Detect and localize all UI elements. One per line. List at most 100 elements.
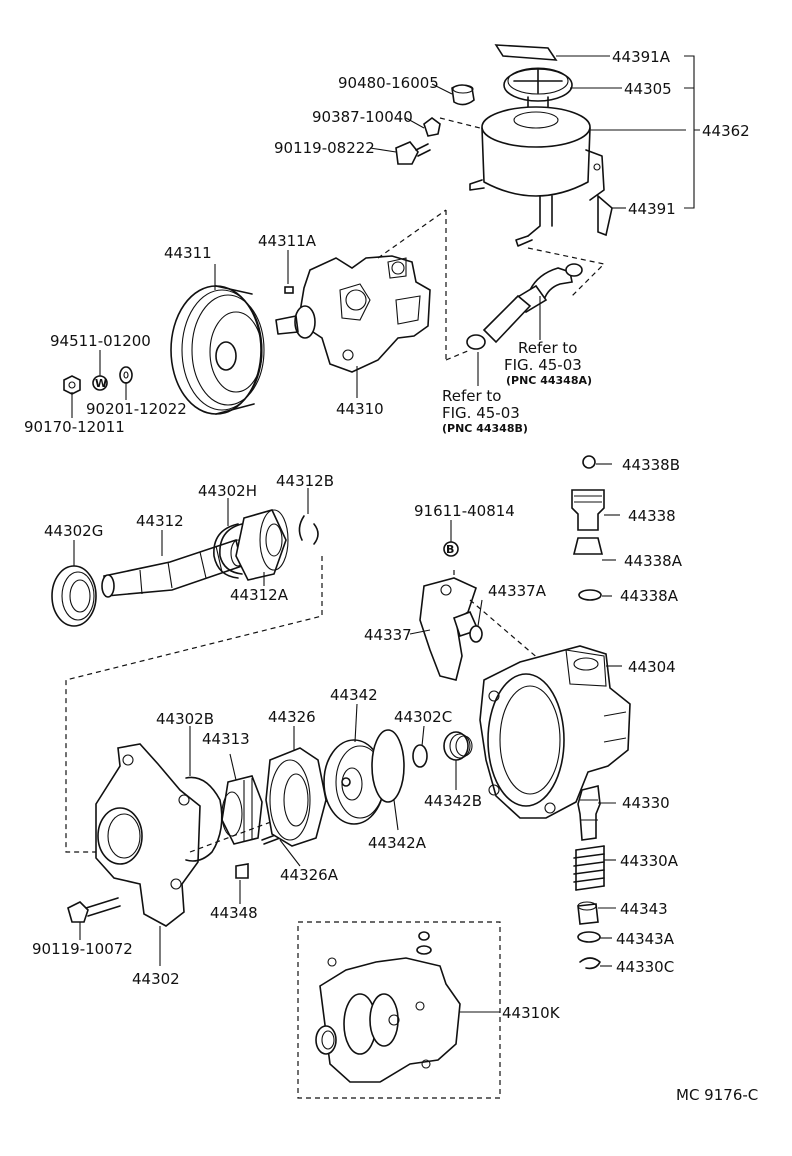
key-44311A bbox=[284, 286, 294, 294]
shaft-44312 bbox=[101, 538, 246, 598]
label-44302G: 44302G bbox=[44, 522, 103, 540]
label-44391A: 44391A bbox=[612, 48, 671, 66]
refer-note-1-line3: (PNC 44348A) bbox=[506, 374, 592, 387]
label-91611-40814: 91611-40814 bbox=[414, 502, 515, 520]
label-44337: 44337 bbox=[364, 626, 412, 644]
bearing-44312A bbox=[235, 509, 289, 581]
dash-shaft-group bbox=[65, 556, 323, 853]
housing-44304 bbox=[479, 645, 631, 819]
label-44313: 44313 bbox=[202, 730, 250, 748]
refer-note-1-line1: Refer to bbox=[518, 339, 577, 357]
label-44310K: 44310K bbox=[502, 1004, 561, 1022]
label-44348: 44348 bbox=[210, 904, 258, 922]
label-44343: 44343 bbox=[620, 900, 668, 918]
o-ring-44343A bbox=[577, 931, 601, 943]
nut-90170 bbox=[63, 375, 81, 395]
union-90387 bbox=[423, 117, 441, 137]
label-44337A: 44337A bbox=[488, 582, 547, 600]
hose-lower bbox=[466, 294, 532, 350]
label-44338A-2: 44338A bbox=[620, 587, 679, 605]
label-90119-10072: 90119-10072 bbox=[32, 940, 133, 958]
label-44312: 44312 bbox=[136, 512, 184, 530]
pump-body-44310 bbox=[275, 255, 431, 373]
dash-rotor-line bbox=[189, 799, 331, 853]
label-44304: 44304 bbox=[628, 658, 676, 676]
gasket-44302B bbox=[185, 776, 223, 862]
fitting-44338B bbox=[582, 455, 596, 469]
label-44330C: 44330C bbox=[616, 958, 674, 976]
bracket-44391 bbox=[597, 194, 613, 237]
label-44302C: 44302C bbox=[394, 708, 452, 726]
spring-44342B bbox=[443, 731, 473, 761]
label-44362: 44362 bbox=[702, 122, 750, 140]
dash-pump-to-hose bbox=[377, 209, 471, 361]
label-44342A: 44342A bbox=[368, 834, 427, 852]
label-44330: 44330 bbox=[622, 794, 670, 812]
bolt-mark: B bbox=[446, 543, 454, 556]
refer-note-2-line3: (PNC 44348B) bbox=[442, 422, 528, 435]
dash-bracket-to-housing bbox=[453, 570, 541, 661]
label-44302H: 44302H bbox=[198, 482, 257, 500]
gasket-kit-44310K bbox=[315, 931, 461, 1083]
label-44338: 44338 bbox=[628, 507, 676, 525]
reservoir-tank bbox=[469, 106, 605, 247]
label-44326: 44326 bbox=[268, 708, 316, 726]
label-44310: 44310 bbox=[336, 400, 384, 418]
refer-note-2-line1: Refer to bbox=[442, 387, 501, 405]
ring-44312B bbox=[298, 515, 319, 545]
label-94511-01200: 94511-01200 bbox=[50, 332, 151, 350]
seat-44338A bbox=[572, 537, 604, 555]
o-ring-44302C bbox=[412, 744, 428, 768]
label-44326A: 44326A bbox=[280, 866, 339, 884]
bracket-44337 bbox=[419, 577, 480, 681]
plug-44343 bbox=[577, 901, 599, 925]
valve-44330 bbox=[577, 785, 601, 841]
label-90201-12022: 90201-12022 bbox=[86, 400, 187, 418]
dash-union-to-tank bbox=[439, 117, 481, 129]
label-44391: 44391 bbox=[628, 200, 676, 218]
label-44330A: 44330A bbox=[620, 852, 679, 870]
rotor-44326 bbox=[265, 747, 327, 847]
label-44342B: 44342B bbox=[424, 792, 482, 810]
pulley-44311 bbox=[170, 285, 265, 415]
label-90170-12011: 90170-12011 bbox=[24, 418, 125, 436]
refer-note-1-line2: FIG. 45-03 bbox=[504, 356, 582, 374]
pin-44348 bbox=[235, 863, 249, 879]
bolt-90119-08222 bbox=[395, 141, 431, 165]
washer-mark: W bbox=[95, 377, 107, 390]
washer-94511: W bbox=[92, 375, 108, 391]
label-44311A: 44311A bbox=[258, 232, 317, 250]
diagram-code: MC 9176-C bbox=[676, 1086, 758, 1104]
hose-upper bbox=[514, 263, 583, 314]
label-sticker-44391A bbox=[494, 44, 558, 61]
label-44305: 44305 bbox=[624, 80, 672, 98]
cap-90480 bbox=[451, 84, 475, 106]
label-44312B: 44312B bbox=[276, 472, 334, 490]
reservoir-cap-44305 bbox=[503, 67, 573, 109]
reservoir-group bbox=[469, 44, 613, 247]
snap-ring-44302H bbox=[213, 523, 243, 579]
label-44302B: 44302B bbox=[156, 710, 214, 728]
refer-note-2-line2: FIG. 45-03 bbox=[442, 404, 520, 422]
label-90480-16005: 90480-16005 bbox=[338, 74, 439, 92]
o-ring-44337A bbox=[469, 625, 483, 643]
fitting-44338 bbox=[571, 489, 605, 531]
label-44338B: 44338B bbox=[622, 456, 680, 474]
refer-note-1: Refer to FIG. 45-03 (PNC 44348A) bbox=[504, 339, 592, 387]
part-number-labels: 44391A 44305 44362 44391 90480-16005 903… bbox=[24, 48, 750, 1022]
spring-44330A bbox=[573, 845, 605, 891]
washer-90201 bbox=[119, 366, 133, 384]
bolt-91611: B bbox=[443, 541, 459, 557]
bolt-90119-10072 bbox=[67, 897, 121, 923]
o-ring-44338A bbox=[578, 589, 602, 601]
label-44302: 44302 bbox=[132, 970, 180, 988]
label-44338A-1: 44338A bbox=[624, 552, 683, 570]
label-44311: 44311 bbox=[164, 244, 212, 262]
snap-ring-44330C bbox=[579, 957, 601, 970]
cam-ring-44313 bbox=[221, 775, 263, 845]
label-44343A: 44343A bbox=[616, 930, 675, 948]
o-ring-44342A bbox=[371, 729, 405, 803]
label-44312A: 44312A bbox=[230, 586, 289, 604]
leader-lines bbox=[71, 55, 700, 1013]
